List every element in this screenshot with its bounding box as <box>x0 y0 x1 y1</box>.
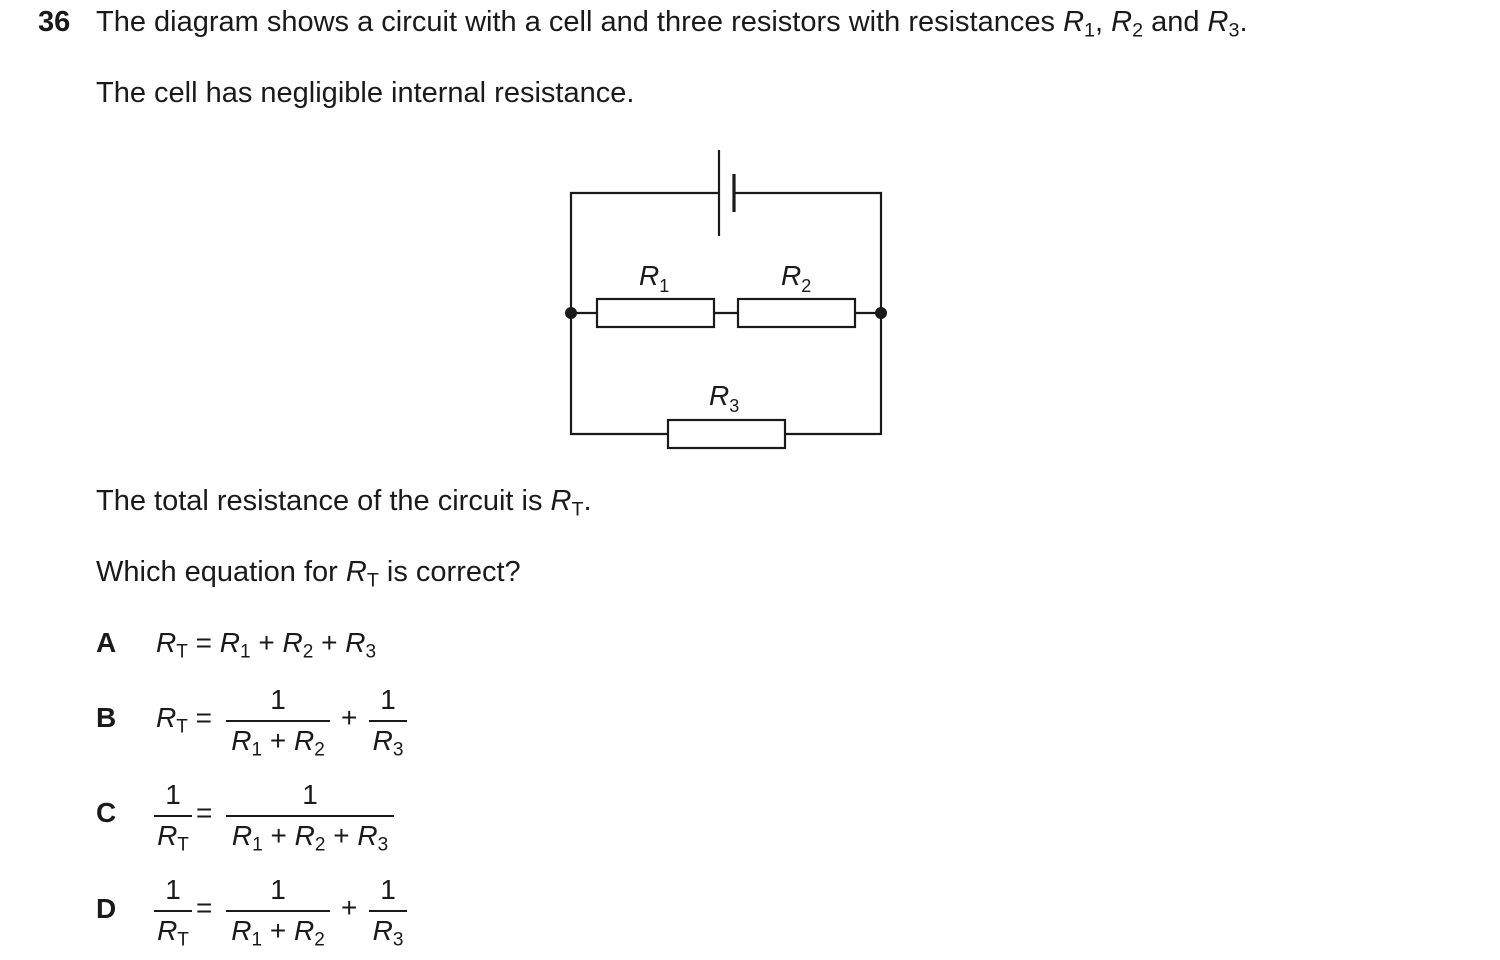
question-stem-line2: The cell has negligible internal resista… <box>96 77 635 109</box>
junction-right <box>875 307 887 319</box>
option-d-letter[interactable]: D <box>96 893 117 924</box>
label-r3: R3 <box>709 380 739 416</box>
question-stem-line1: The diagram shows a circuit with a cell … <box>96 6 1248 42</box>
which-equation-line: Which equation for RT is correct? <box>96 556 521 592</box>
option-c-equals: = <box>196 797 213 828</box>
stem-text: The diagram shows a circuit with a cell … <box>96 6 1064 38</box>
total-resistance-line: The total resistance of the circuit is R… <box>96 485 592 521</box>
label-r1: R1 <box>639 260 669 296</box>
r2-symbol: R <box>1111 6 1133 38</box>
resistor-r3 <box>666 418 787 450</box>
question-number: 36 <box>38 6 71 38</box>
option-b-lhs[interactable]: RT = <box>156 702 213 738</box>
r3-symbol: R <box>1207 6 1229 38</box>
option-a-equation[interactable]: RT = R1 + R2 + R3 <box>156 627 377 663</box>
option-c-letter[interactable]: C <box>96 797 117 828</box>
option-a-letter[interactable]: A <box>96 627 117 658</box>
label-r2: R2 <box>781 260 811 296</box>
resistor-r2 <box>736 297 857 329</box>
r1-symbol: R <box>1063 6 1085 38</box>
option-d-plus: + <box>341 892 358 923</box>
junction-left <box>565 307 577 319</box>
resistor-r1 <box>595 297 716 329</box>
option-b-plus: + <box>341 702 358 733</box>
circuit-diagram: R1 R2 R3 <box>565 150 887 450</box>
option-d-equals: = <box>196 892 213 923</box>
option-b-letter[interactable]: B <box>96 702 117 733</box>
